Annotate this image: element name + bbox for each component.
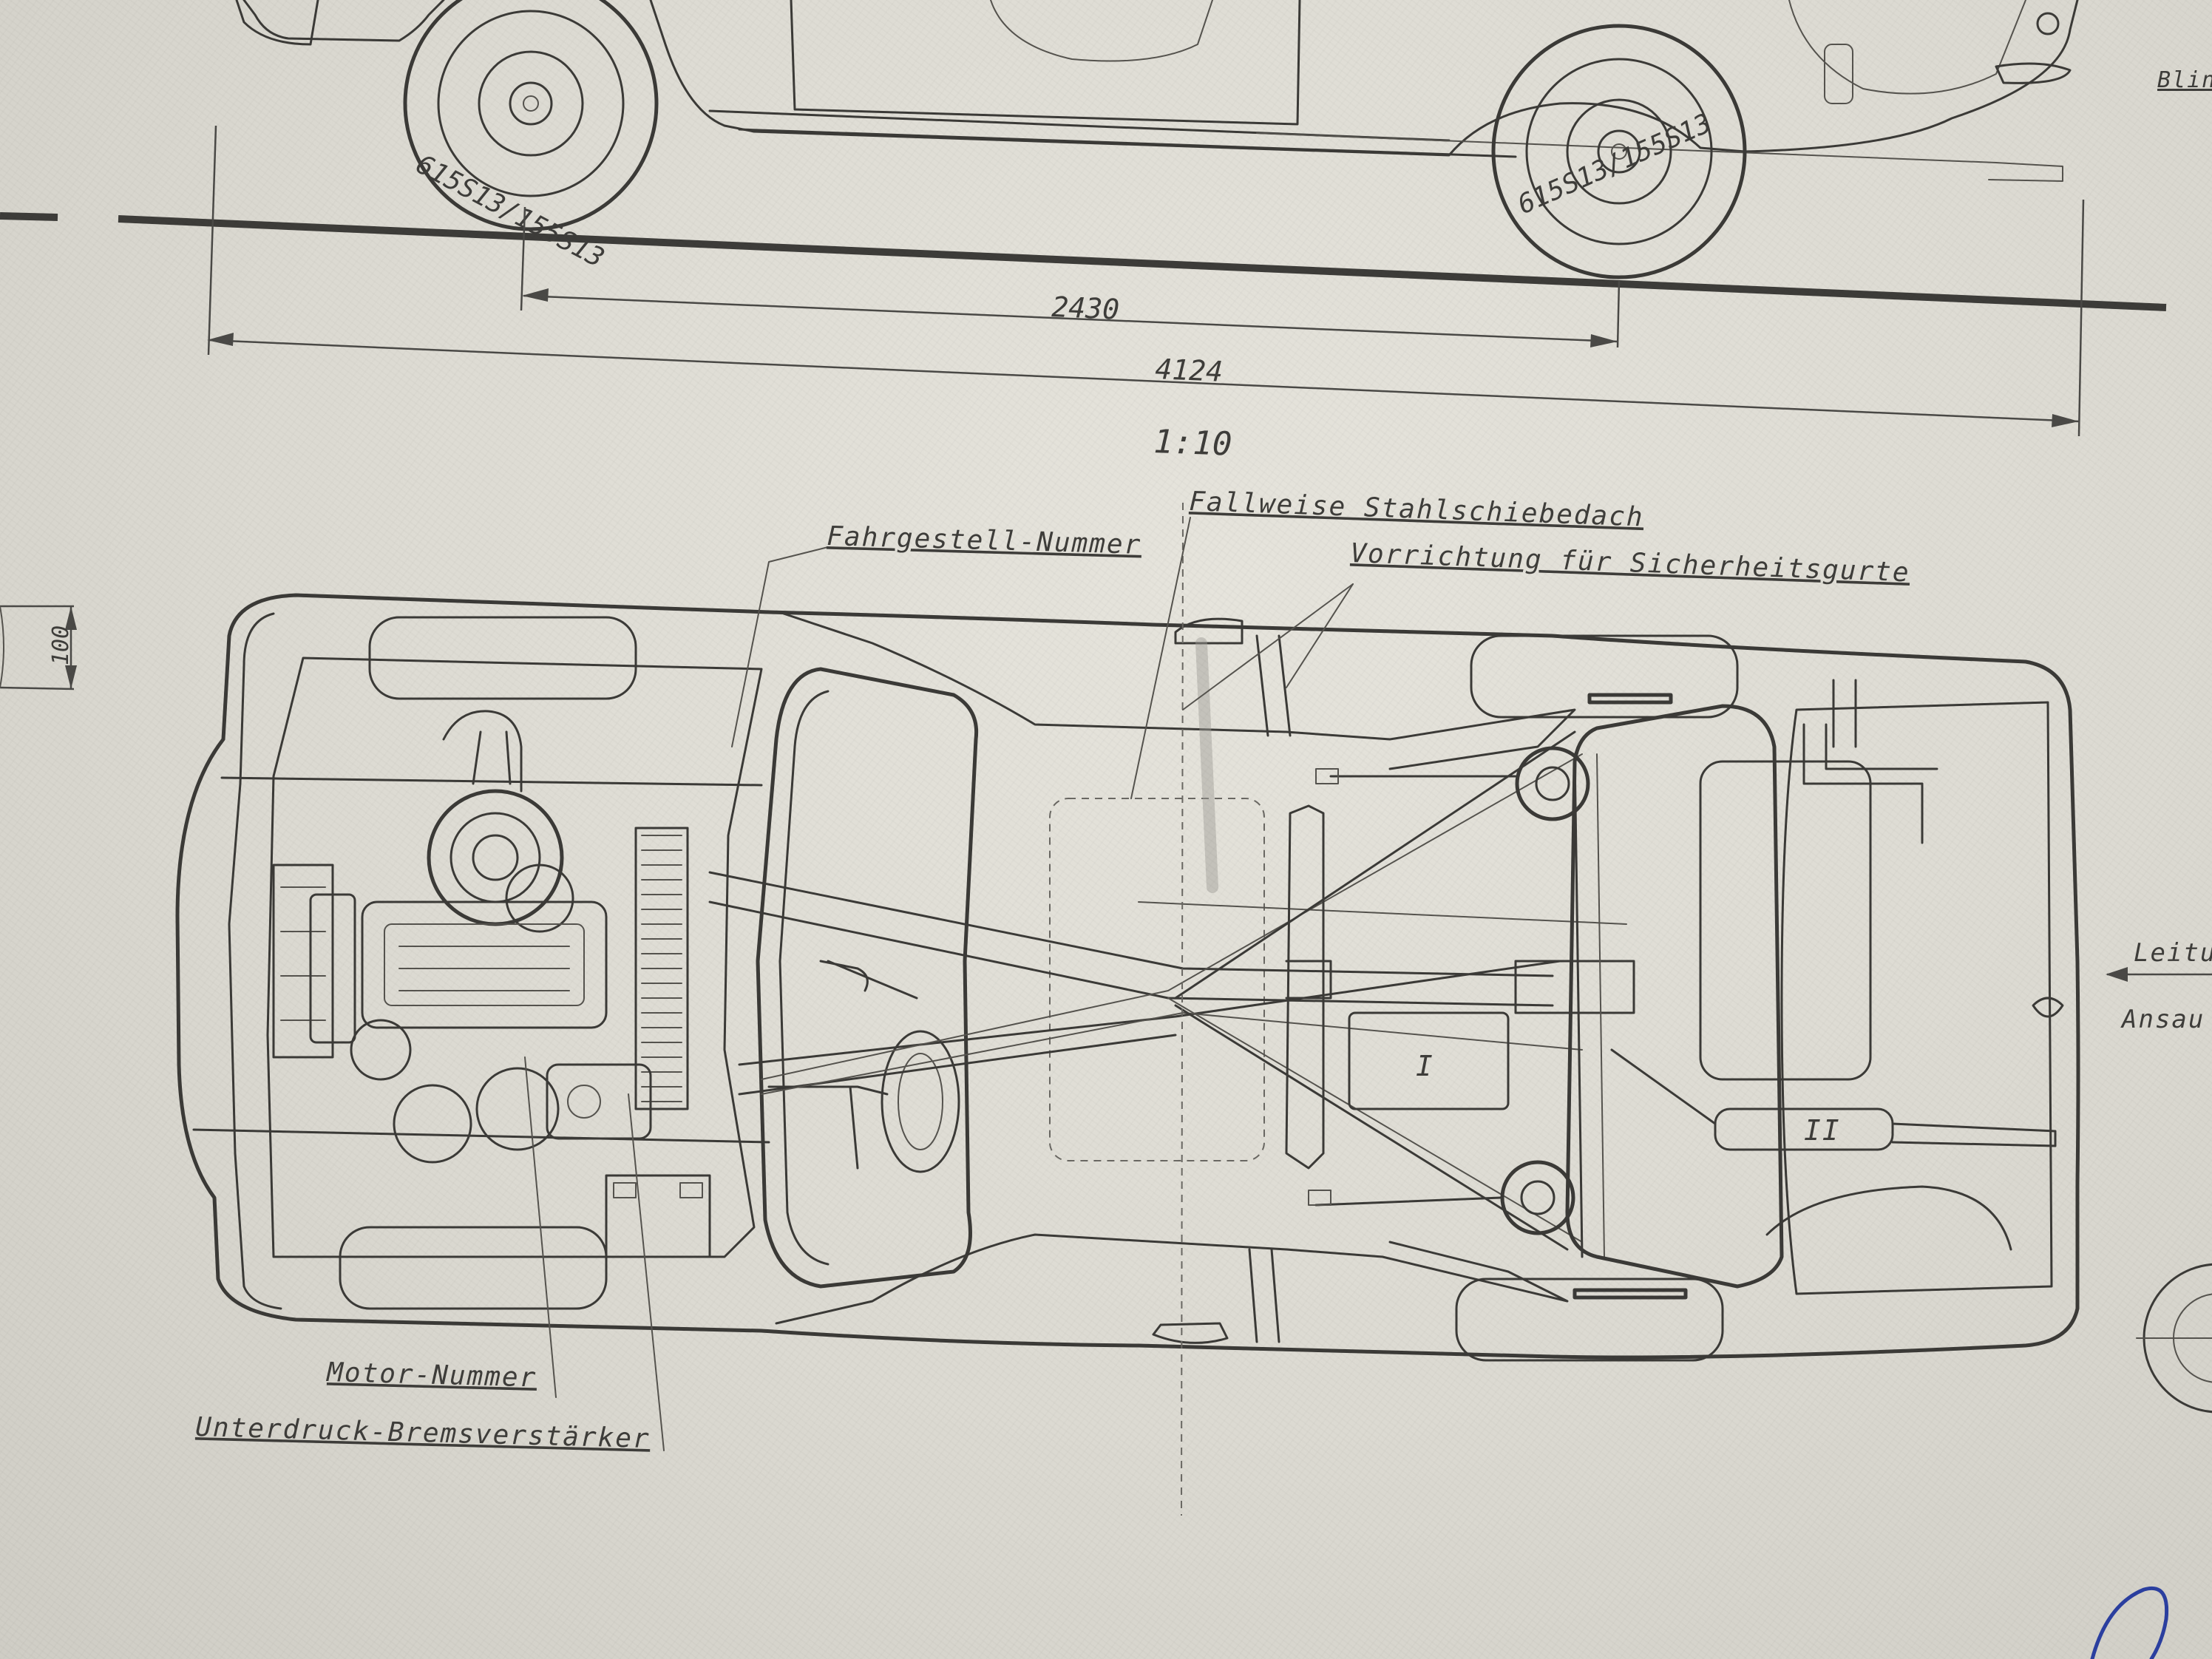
ext-line-rear-axle [1616, 280, 1621, 348]
overall-arrow-left [207, 333, 234, 346]
rear-wheel-side [1491, 24, 1747, 279]
mirror-top [1174, 617, 1244, 645]
label-blink-partial: Blink [2157, 67, 2212, 93]
mirror-bottom [1152, 1322, 1229, 1344]
component-mark-i: I [1416, 1050, 1434, 1082]
plan-center-line-top [220, 776, 763, 787]
leader-gurte-2 [1182, 583, 1354, 710]
rear-fuel-line [1802, 723, 1938, 844]
wheelbase-arrow-right [1590, 334, 1618, 347]
label-leitung-partial: Leitun [2134, 938, 2212, 968]
leader-motor [524, 1056, 557, 1398]
pedal-link [819, 960, 918, 1000]
label-ansaug-partial: Ansau [2120, 1005, 2205, 1034]
wheelbase-value: 2430 [1051, 291, 1120, 326]
label-bremsverstaerker: Unterdruck-Bremsverstärker [195, 1412, 651, 1454]
rear-side-structure [1832, 679, 1857, 748]
leader-fahrgestell [731, 546, 829, 747]
plan-body-inner [228, 612, 282, 1310]
label-stahlschiebedach: Fallweise Stahlschiebedach [1189, 486, 1645, 532]
exhaust-tail [1891, 1122, 2057, 1147]
wheelbase-arrow-left [522, 288, 549, 302]
side-door-outline [790, 0, 1301, 126]
overall-length-value: 4124 [1155, 353, 1224, 388]
component-mark-ii: II [1804, 1114, 1841, 1147]
vent-slot-bottom [1573, 1288, 1688, 1300]
label-fahrgestell-nummer: Fahrgestell-Nummer [827, 521, 1142, 560]
brake-booster [475, 1063, 711, 1258]
rear-axle [1308, 746, 1635, 1258]
ext-line-front-axle [520, 206, 526, 311]
label-sicherheitsgurte: Vorrichtung für Sicherheitsgurte [1350, 538, 1911, 588]
overall-arrow-right [2052, 414, 2079, 427]
plan-rear-wheel-right [1455, 1278, 1724, 1362]
overall-length-dim-line [208, 339, 2080, 423]
side-offset-arrow-top [65, 606, 77, 630]
side-exhaust-pipe [1256, 132, 2063, 182]
label-motor-nummer: Motor-Nummer [325, 1357, 537, 1393]
ext-line-rear-bumper [2077, 199, 2085, 437]
dimension-lines: 2430 4124 1:10 100 [0, 125, 2085, 691]
plan-center-line-bottom [192, 1128, 770, 1144]
side-front-bumper [235, 0, 319, 46]
door-frame-bottom [1248, 1248, 1280, 1343]
leader-bremsverstaerker [628, 1093, 665, 1451]
side-offset-bracket [0, 605, 4, 688]
wheelbase-dim-line [523, 294, 1618, 343]
side-body-outline [242, 0, 2079, 157]
front-seat-base [1285, 960, 1332, 1000]
leader-lines [524, 517, 1354, 1451]
steering-wheel [881, 1030, 960, 1173]
side-seat-shape [990, 0, 1213, 62]
ground-line [118, 215, 2167, 311]
front-tire-size: 615S13/155S13 [411, 149, 609, 274]
side-offset-arrow-bottom [65, 665, 77, 689]
side-tail-light [2036, 12, 2060, 35]
front-seat [1285, 804, 1325, 1170]
roof-outline-top [782, 612, 1576, 770]
side-rear-seat [1788, 0, 2026, 95]
fuel-tank-i [1348, 1011, 1510, 1110]
side-view: 615S13/155S13 615S13/155S13 Blink [0, 0, 2212, 311]
windshield-frame [756, 667, 979, 1289]
brake-lines [761, 753, 1583, 1243]
plan-front-wheel-left [368, 616, 637, 700]
side-rear-bumper [1995, 62, 2072, 84]
rear-triangle-brace [1174, 730, 1576, 1251]
rear-window-frame [1565, 704, 1784, 1289]
rear-badge [2032, 997, 2064, 1018]
ext-line-front-bumper [207, 125, 217, 356]
plan-view: I II [175, 502, 2212, 1516]
scale-value: 1:10 [1153, 423, 1233, 464]
vertical-axis-line [1181, 502, 1184, 1516]
plan-front-wheel-right [339, 1226, 608, 1310]
windshield-inner [778, 690, 830, 1266]
vent-slot-top [1587, 693, 1673, 705]
leader-schiebedach [1130, 517, 1191, 799]
muffler-ii [1714, 1107, 1894, 1151]
seat-tube [1138, 901, 1627, 925]
door-frame-top [1255, 634, 1292, 737]
blue-pen-mark [2090, 1587, 2169, 1659]
rear-seat-cushion [1699, 760, 1872, 1081]
engine-bay-outline [266, 657, 763, 1258]
engine-block [272, 710, 608, 1164]
ground-line-left-stub [0, 212, 58, 221]
roof-outline-bottom [775, 1233, 1569, 1325]
side-offset-value: 100 [48, 625, 74, 665]
plan-rear-wheel-left [1470, 634, 1739, 719]
trunk-outline [1780, 701, 2053, 1295]
front-wheel-side [403, 0, 659, 231]
leader-gurte-1 [1286, 583, 1354, 688]
side-spare-bottle [1824, 44, 1853, 104]
spare-wheel-rear [1765, 1185, 2012, 1251]
radiator-grille [634, 827, 689, 1110]
paper-smudge [1195, 637, 1218, 893]
plan-body-outline [175, 593, 2080, 1360]
exhaust-link [1610, 1048, 1717, 1125]
